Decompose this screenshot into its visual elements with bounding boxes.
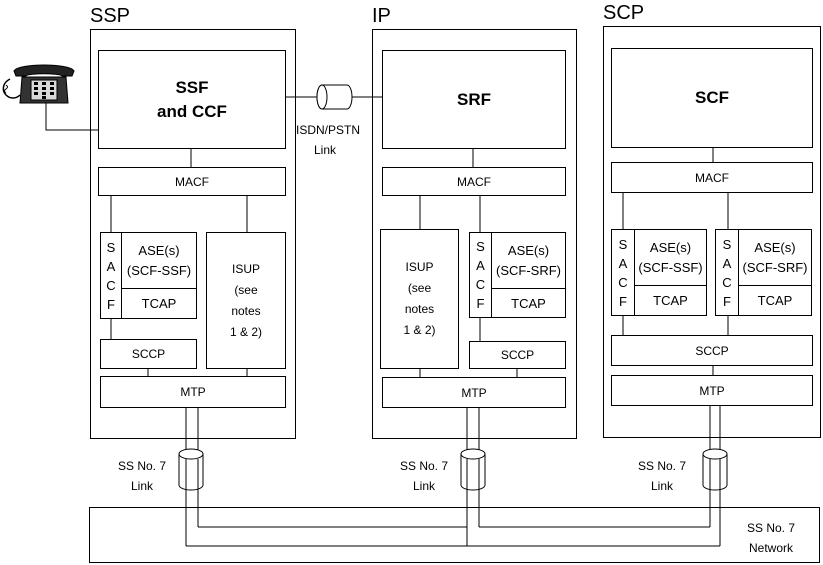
sacf-letter: A [618,255,628,271]
ip-title: IP [372,5,391,27]
ss7-link-ip-cylinder-icon [460,448,486,491]
sacf-letter: S [106,239,116,255]
ss7-link-ip-label: SS No. 7 Link [399,459,449,493]
sacf-letter: C [618,274,628,290]
sacf-letter: A [476,258,485,273]
ip-sacf-box: S A C F [469,232,492,318]
ss7-link-scp-cylinder-icon [702,448,728,491]
ss7-link-ssp-cylinder-icon [178,448,204,491]
scp-sccp-box: SCCP [611,335,813,366]
scp-macf-box: MACF [611,162,813,193]
ssp-mtp-box: MTP [100,376,286,408]
ip-mtp-box: MTP [382,377,566,408]
sacf-letter: F [107,296,115,312]
sacf-letter: F [476,296,485,311]
isdn-link-cylinder-icon [316,84,353,110]
scp-title: SCP [603,2,645,24]
sacf-letter: A [722,255,732,271]
ss7-link-scp-label: SS No. 7 Link [637,459,687,493]
ssp-ase-box: ASE(s) (SCF-SSF) [121,232,197,289]
scp-right-sacf-box: S A C F [715,229,739,316]
ssp-sacf-box: S A C F [100,232,122,319]
sacf-letter: C [722,274,732,290]
ssp-isup-box: ISUP (see notes 1 & 2) [206,232,286,369]
scp-left-sacf-box: S A C F [611,229,635,316]
scp-node [603,26,821,438]
sacf-letter: C [106,277,116,293]
ss7-link-ssp-label: SS No. 7 Link [117,459,167,493]
scp-mtp-box: MTP [611,375,813,406]
ssp-title: SSP [90,5,131,27]
ss7-network-label: SS No. 7 Network [746,521,796,555]
ip-macf-box: MACF [382,167,566,196]
sacf-letter: C [475,277,486,292]
ssp-macf-box: MACF [98,167,286,196]
ssp-node [90,29,296,439]
ip-tcap-box: TCAP [491,288,566,318]
scp-left-ase-box: ASE(s) (SCF-SSF) [634,229,707,286]
sacf-letter: S [722,236,732,252]
isdn-link-label: ISDN/PSTN Link [296,123,361,157]
ip-node [372,29,577,439]
ss7-network-box [89,507,820,563]
sacf-letter: F [723,293,731,309]
sacf-letter: F [619,293,627,309]
ip-sccp-box: SCCP [469,341,566,369]
ip-srf-box: SRF [382,50,566,149]
scp-scf-box: SCF [611,48,813,148]
sacf-letter: A [106,258,116,274]
sacf-letter: S [618,236,628,252]
scp-left-tcap-box: TCAP [634,285,707,316]
ip-isup-box: ISUP (see notes 1 & 2) [380,229,459,369]
scp-right-ase-box: ASE(s) (SCF-SRF) [738,229,812,286]
scp-right-tcap-box: TCAP [738,285,812,316]
ssp-sccp-box: SCCP [100,339,197,369]
telephone-icon [2,64,75,104]
ssp-tcap-box: TCAP [121,288,197,319]
ip-ase-box: ASE(s) (SCF-SRF) [491,232,566,289]
ssp-ssf-ccf-box: SSF and CCF [98,50,286,149]
sacf-letter: S [476,239,485,254]
